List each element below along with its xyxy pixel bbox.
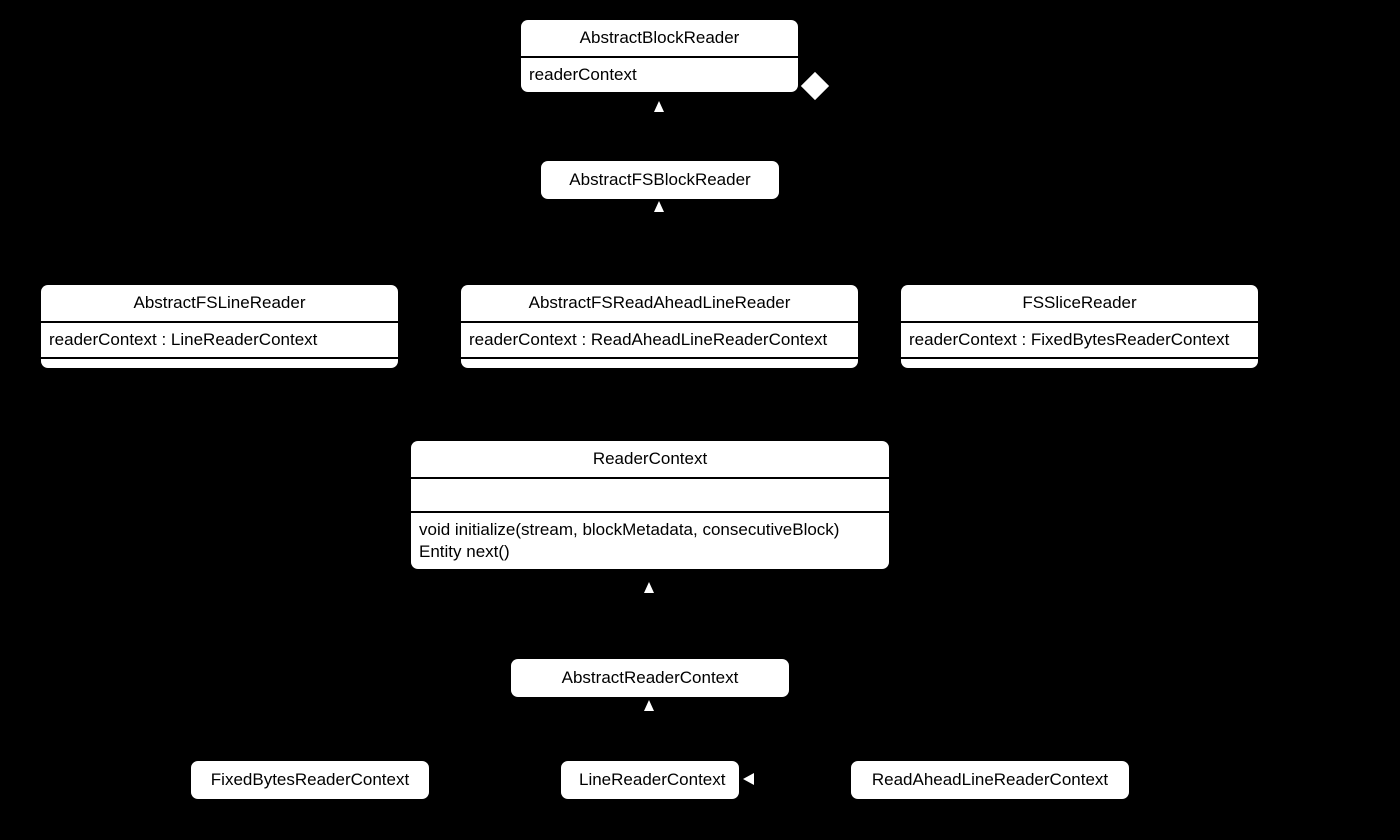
class-attributes-abstract-fs-read-ahead-line-reader: readerContext : ReadAheadLineReaderConte… — [461, 321, 858, 357]
class-box-fixed-bytes-reader-context[interactable]: FixedBytesReaderContext — [191, 761, 429, 799]
class-box-abstract-reader-context[interactable]: AbstractReaderContext — [511, 659, 789, 697]
class-attributes-reader-context — [411, 477, 889, 511]
composition-diamond-icon — [800, 71, 830, 101]
class-attributes-abstract-block-reader: readerContext — [521, 56, 798, 92]
class-attributes-abstract-fs-line-reader: readerContext : LineReaderContext — [41, 321, 398, 357]
class-box-abstract-fs-read-ahead-line-reader[interactable]: AbstractFSReadAheadLineReader readerCont… — [461, 285, 858, 368]
generalization-arrow-icon-abstract-reader-context — [644, 700, 654, 711]
class-attributes-fs-slice-reader: readerContext : FixedBytesReaderContext — [901, 321, 1258, 357]
class-box-read-ahead-line-reader-context[interactable]: ReadAheadLineReaderContext — [851, 761, 1129, 799]
class-box-abstract-fs-block-reader[interactable]: AbstractFSBlockReader — [541, 161, 779, 199]
class-box-line-reader-context[interactable]: LineReaderContext — [561, 761, 739, 799]
class-box-reader-context[interactable]: ReaderContext void initialize(stream, bl… — [411, 441, 889, 569]
class-box-abstract-block-reader[interactable]: AbstractBlockReader readerContext — [521, 20, 798, 92]
generalization-arrow-icon-abstract-block-reader — [654, 101, 664, 112]
class-name-reader-context: ReaderContext — [592, 449, 708, 468]
class-box-abstract-fs-line-reader[interactable]: AbstractFSLineReader readerContext : Lin… — [41, 285, 398, 368]
generalization-arrow-icon-abstract-fs-block-reader — [654, 201, 664, 212]
class-name-fs-slice-reader: FSSliceReader — [1022, 293, 1137, 312]
class-name-abstract-fs-read-ahead-line-reader: AbstractFSReadAheadLineReader — [528, 293, 791, 312]
class-box-fs-slice-reader[interactable]: FSSliceReader readerContext : FixedBytes… — [901, 285, 1258, 368]
class-name-fixed-bytes-reader-context: FixedBytesReaderContext — [210, 770, 410, 789]
class-methods-reader-context: void initialize(stream, blockMetadata, c… — [411, 511, 889, 569]
class-methods-abstract-fs-line-reader — [41, 357, 398, 368]
class-name-abstract-reader-context: AbstractReaderContext — [561, 668, 739, 687]
class-methods-abstract-fs-read-ahead-line-reader — [461, 357, 858, 368]
class-name-read-ahead-line-reader-context: ReadAheadLineReaderContext — [871, 770, 1109, 789]
class-name-line-reader-context: LineReaderContext — [579, 770, 726, 789]
class-methods-fs-slice-reader — [901, 357, 1258, 368]
class-name-abstract-fs-block-reader: AbstractFSBlockReader — [569, 170, 751, 189]
class-name-abstract-block-reader: AbstractBlockReader — [579, 28, 740, 47]
association-arrow-icon-line-reader-context — [743, 773, 754, 785]
class-name-abstract-fs-line-reader: AbstractFSLineReader — [133, 293, 306, 312]
generalization-arrow-icon-reader-context — [644, 582, 654, 593]
